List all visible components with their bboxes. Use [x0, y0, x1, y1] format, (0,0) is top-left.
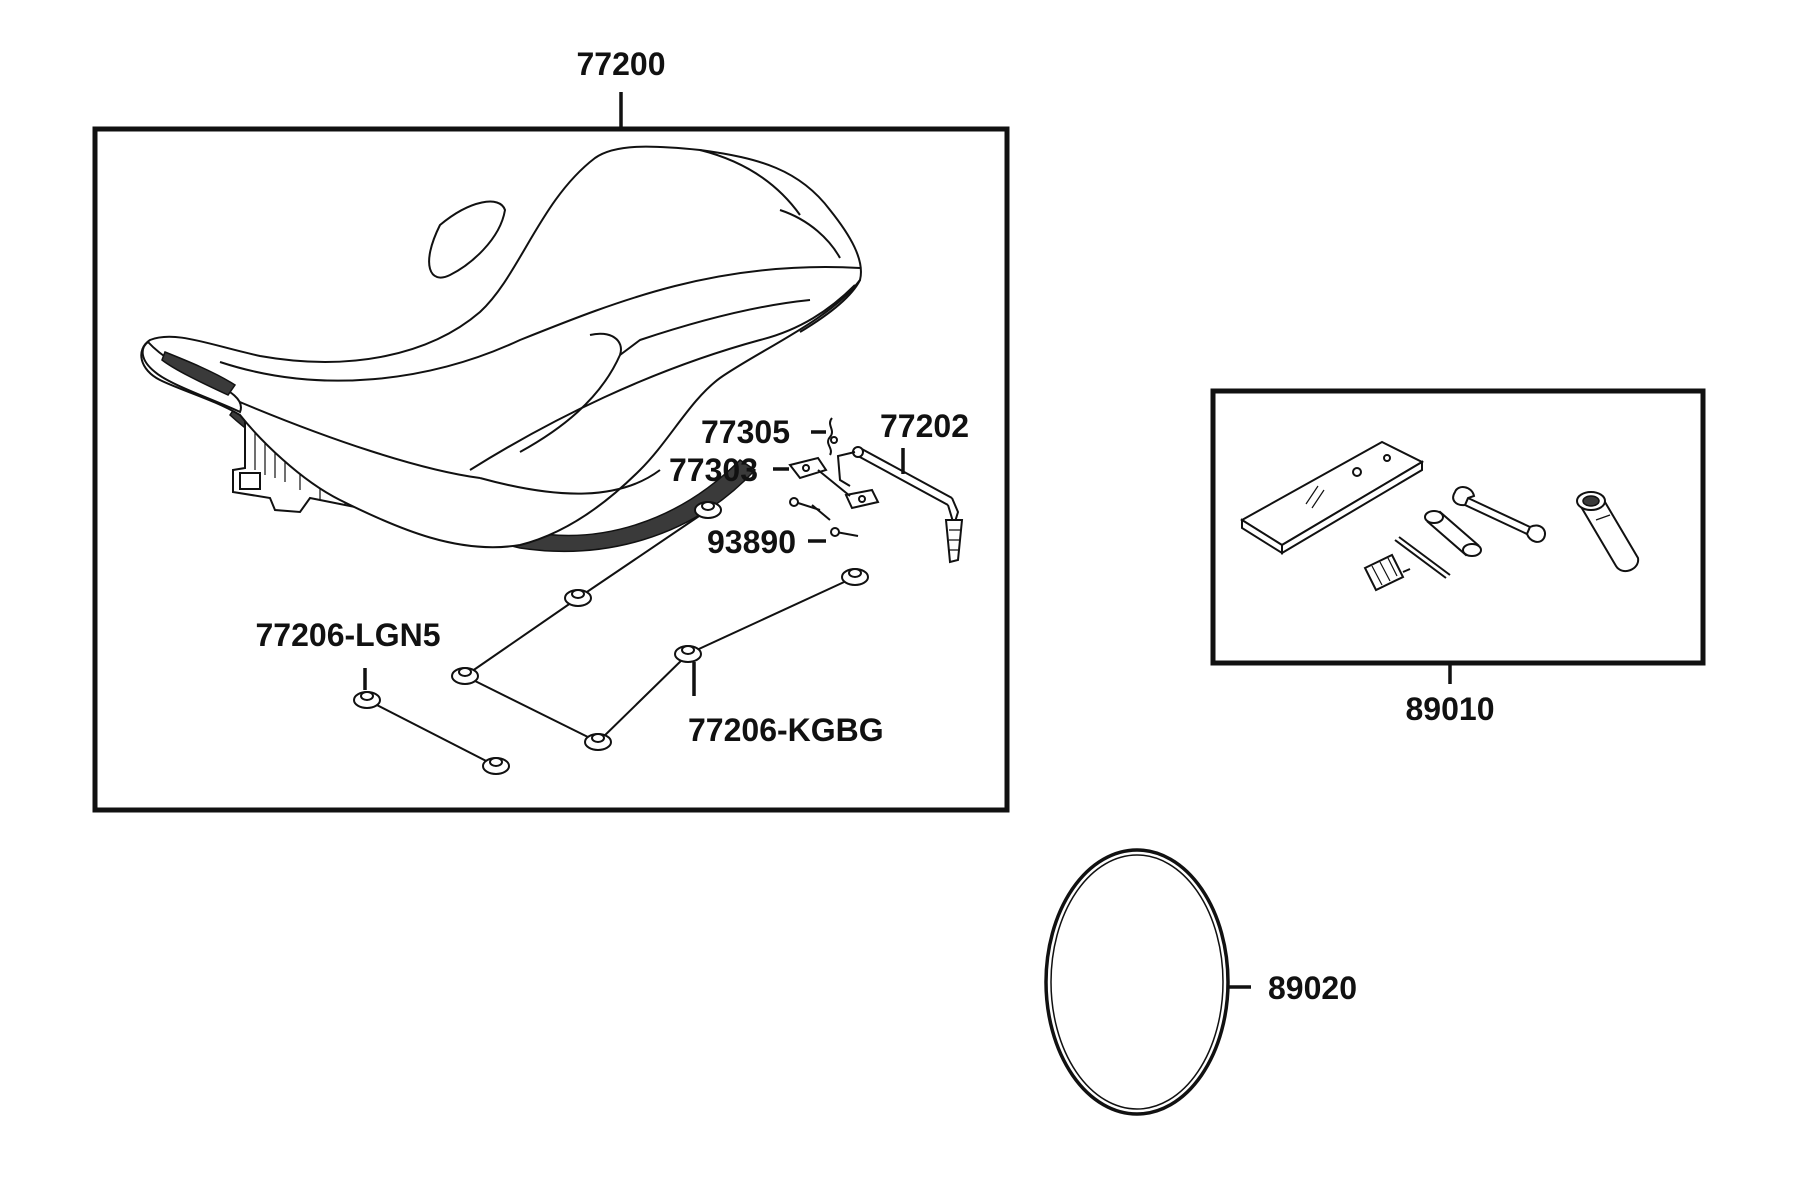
cushion: [841, 568, 869, 586]
tool-kit-label: 89010: [1406, 691, 1495, 727]
cushion: [451, 667, 479, 685]
seat-lock-lever-drawing: [836, 446, 964, 564]
lock-spring-label: 77305: [701, 414, 790, 450]
seat-group: 77200: [92, 46, 1010, 813]
tool-bag-icon: [1240, 440, 1425, 555]
wrench-icon: [1452, 486, 1546, 543]
rubber-cushion-kgbg-label: 77206-KGBG: [688, 712, 884, 748]
band-drawing: [1044, 848, 1230, 1116]
seat-lock-lever-label: 77202: [880, 408, 969, 444]
seat-drawing: [140, 145, 862, 553]
cushion: [584, 733, 612, 751]
lock-bracket-drawing: [788, 456, 880, 510]
cushion: [353, 691, 381, 709]
screwdriver-icon: [1363, 553, 1411, 592]
cushion: [674, 645, 702, 663]
rubber-cushion-lgn5-label: 77206-LGN5: [256, 617, 441, 653]
seat-group-frame: [92, 126, 1010, 813]
cushion: [564, 589, 592, 607]
band-group: 89020: [1044, 848, 1357, 1116]
tool-kit-frame: [1210, 388, 1706, 666]
bolt-label: 93890: [707, 524, 796, 560]
spark-plug-wrench-icon: [1576, 491, 1640, 573]
band-label: 89020: [1268, 970, 1357, 1006]
tool-kit-group: 89010: [1210, 388, 1706, 727]
cushion: [694, 501, 722, 519]
cushion: [482, 757, 510, 775]
band-inner-edge: [1050, 854, 1224, 1110]
bolt-drawing: [789, 497, 859, 537]
screwdriver-bit-icon: [1394, 536, 1451, 579]
rubber-cushion-kgbg-drawing: [451, 501, 869, 751]
lock-bracket-label: 77303: [669, 452, 758, 488]
lock-spring-drawing: [827, 417, 838, 456]
seat-assembly-label: 77200: [577, 46, 666, 82]
box-spanner-icon: [1424, 510, 1482, 557]
rubber-cushion-lgn5-drawing: [353, 691, 510, 775]
